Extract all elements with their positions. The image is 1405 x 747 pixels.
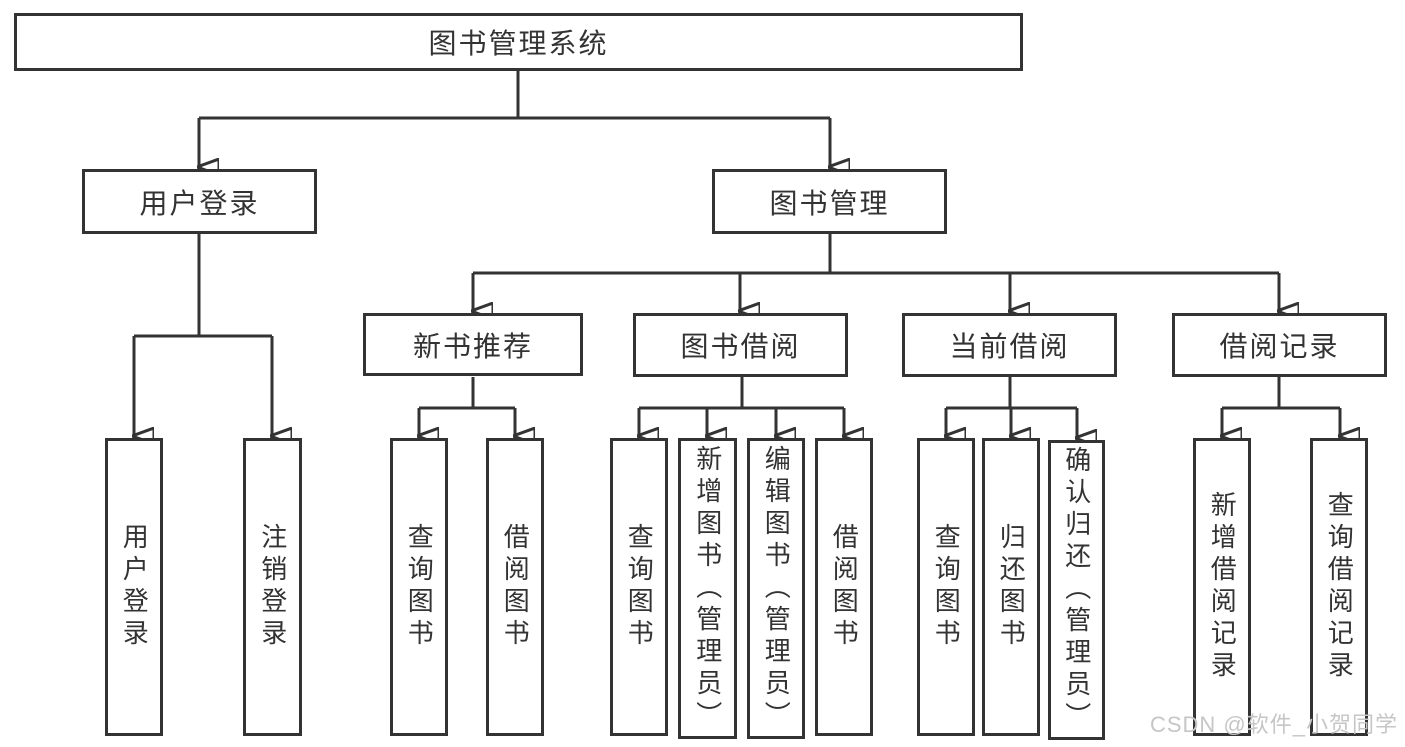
leaf-confirm-return-admin: 确认归还（管理员） (1048, 440, 1105, 740)
node-root: 图书管理系统 (14, 13, 1023, 71)
leaf-return-books-label: 归还图书 (996, 523, 1027, 651)
leaf-query-borrow-record: 查询借阅记录 (1310, 438, 1368, 736)
leaf-recommend-borrow-books: 借阅图书 (486, 438, 544, 736)
leaf-edit-books-admin: 编辑图书（管理员） (747, 438, 805, 739)
leaf-add-borrow-record: 新增借阅记录 (1193, 438, 1251, 736)
node-new-book-recommend-label: 新书推荐 (412, 330, 533, 362)
leaf-return-books: 归还图书 (982, 438, 1040, 736)
node-user-login-label: 用户登录 (139, 187, 260, 219)
leaf-add-books-admin-label: 新增图书（管理员） (692, 444, 723, 733)
node-user-login: 用户登录 (82, 169, 317, 234)
node-current-borrow: 当前借阅 (902, 313, 1117, 377)
leaf-current-query-books: 查询图书 (917, 438, 975, 736)
node-book-management-label: 图书管理 (769, 187, 890, 219)
node-current-borrow-label: 当前借阅 (949, 331, 1070, 362)
leaf-logout: 注销登录 (243, 438, 302, 736)
leaf-borrow-query-books: 查询图书 (610, 438, 668, 736)
leaf-user-login: 用户登录 (105, 438, 163, 736)
leaf-add-borrow-record-label: 新增借阅记录 (1207, 491, 1238, 683)
leaf-edit-books-admin-label: 编辑图书（管理员） (761, 444, 792, 733)
node-book-borrow: 图书借阅 (633, 313, 848, 377)
watermark: CSDN @软件_小贺同学 (1149, 712, 1398, 737)
leaf-recommend-query-books: 查询图书 (390, 438, 448, 736)
leaf-recommend-borrow-books-label: 借阅图书 (500, 523, 531, 651)
leaf-borrow-borrow-books: 借阅图书 (815, 438, 873, 736)
leaf-confirm-return-admin-label: 确认归还（管理员） (1061, 446, 1092, 734)
leaf-user-login-label: 用户登录 (119, 523, 150, 651)
node-borrow-records-label: 借阅记录 (1219, 331, 1340, 362)
node-book-borrow-label: 图书借阅 (680, 331, 801, 362)
leaf-recommend-query-books-label: 查询图书 (404, 523, 435, 651)
node-new-book-recommend: 新书推荐 (363, 313, 583, 376)
leaf-borrow-query-books-label: 查询图书 (624, 523, 655, 651)
leaf-borrow-borrow-books-label: 借阅图书 (829, 523, 860, 651)
leaf-add-books-admin: 新增图书（管理员） (678, 438, 737, 739)
node-book-management: 图书管理 (712, 169, 947, 234)
tree-connectors (134, 70, 1340, 438)
leaf-logout-label: 注销登录 (257, 523, 288, 651)
node-root-label: 图书管理系统 (428, 28, 609, 59)
leaf-query-borrow-record-label: 查询借阅记录 (1324, 491, 1355, 683)
leaf-current-query-books-label: 查询图书 (931, 523, 962, 651)
node-borrow-records: 借阅记录 (1172, 313, 1387, 377)
